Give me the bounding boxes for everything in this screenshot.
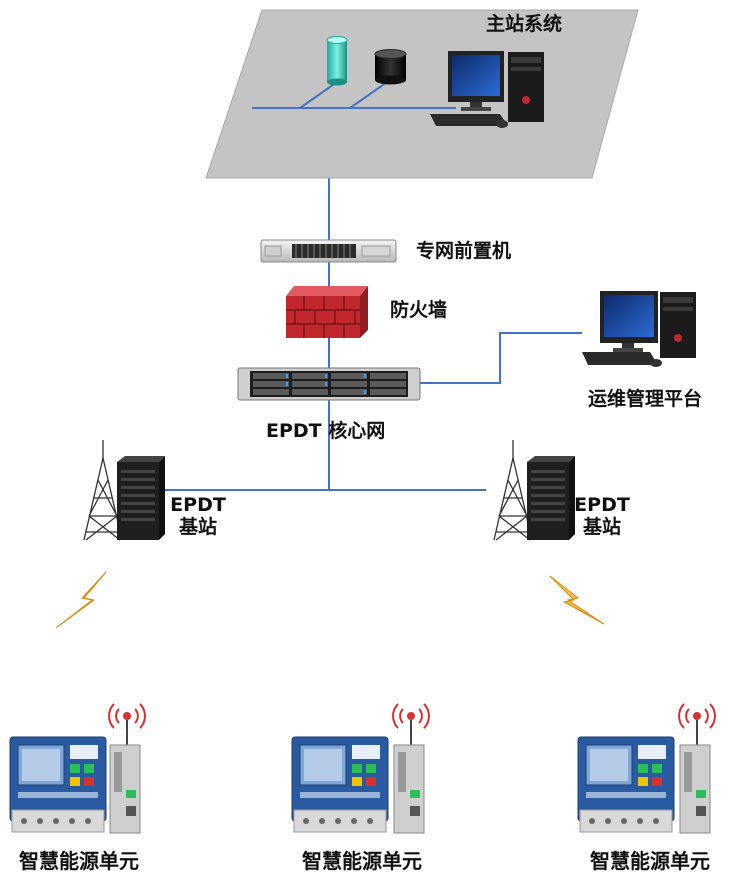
energy-unit-1-label: 智慧能源单元: [19, 849, 139, 873]
wireless-signal-icon: [678, 703, 716, 729]
desktop-computer-icon: [582, 291, 696, 367]
radio-tower-icon: [83, 440, 123, 541]
din-rail-module-icon: [679, 744, 711, 834]
base-station-left-label: EPDT 基站: [166, 494, 230, 539]
database-cyan-icon: [326, 36, 348, 86]
wireless-signal-icon: [392, 703, 430, 729]
firewall-label: 防火墙: [390, 299, 448, 321]
rack-server-1u-icon: [260, 239, 397, 263]
din-rail-module-icon: [393, 744, 425, 834]
wireless-signal-icon: [108, 703, 146, 729]
base-station-right-label: EPDT 基站: [570, 494, 634, 539]
energy-unit-device-3: [577, 703, 716, 834]
desktop-computer-icon: [430, 51, 544, 128]
lightning-bolt-icon: [55, 571, 107, 629]
frontend-label: 专网前置机: [416, 240, 512, 262]
server-cabinet-icon: [527, 456, 575, 540]
energy-unit-3-label: 智慧能源单元: [590, 849, 710, 873]
lightning-bolt-icon: [549, 575, 605, 625]
base-station-left-line2: 基站: [178, 515, 217, 538]
din-rail-module-icon: [109, 744, 141, 834]
energy-meter-icon: [577, 736, 675, 833]
base-station-right-line1: EPDT: [574, 494, 630, 516]
server-cabinet-icon: [117, 456, 165, 540]
radio-tower-icon: [493, 440, 533, 541]
energy-unit-device-1: [9, 703, 146, 834]
core-network-label: EPDT 核心网: [266, 420, 386, 442]
master-station-label: 主站系统: [486, 13, 563, 35]
firewall-brick-icon: [286, 286, 368, 338]
energy-unit-2-label: 智慧能源单元: [302, 849, 422, 873]
connection-lines: [158, 175, 582, 491]
database-black-icon: [374, 49, 407, 85]
energy-meter-icon: [9, 736, 107, 833]
energy-unit-device-2: [291, 703, 430, 834]
base-station-left-line1: EPDT: [170, 494, 226, 516]
master-station-platform: [205, 9, 639, 179]
base-station-right-line2: 基站: [582, 515, 621, 538]
ops-platform-label: 运维管理平台: [588, 388, 703, 410]
storage-server-icon: [237, 367, 421, 401]
energy-meter-icon: [291, 736, 389, 833]
